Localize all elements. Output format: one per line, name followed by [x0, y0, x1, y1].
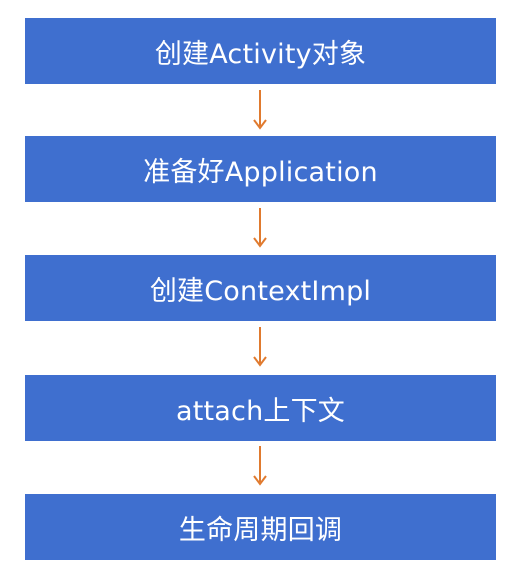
arrow-down-icon — [253, 327, 267, 367]
step-label: 创建Activity对象 — [154, 38, 367, 70]
step-prepare-application: 准备好Application — [25, 136, 496, 202]
step-label: 准备好Application — [143, 156, 378, 188]
step-label: attach上下文 — [175, 395, 346, 427]
step-lifecycle-callback: 生命周期回调 — [25, 494, 496, 560]
arrow-down-icon — [253, 90, 267, 130]
step-label: 生命周期回调 — [178, 514, 343, 546]
step-create-activity: 创建Activity对象 — [25, 18, 496, 84]
arrow-down-icon — [253, 208, 267, 248]
step-label: 创建ContextImpl — [149, 275, 372, 307]
step-create-contextimpl: 创建ContextImpl — [25, 255, 496, 321]
arrow-down-icon — [253, 446, 267, 486]
step-attach-context: attach上下文 — [25, 375, 496, 441]
